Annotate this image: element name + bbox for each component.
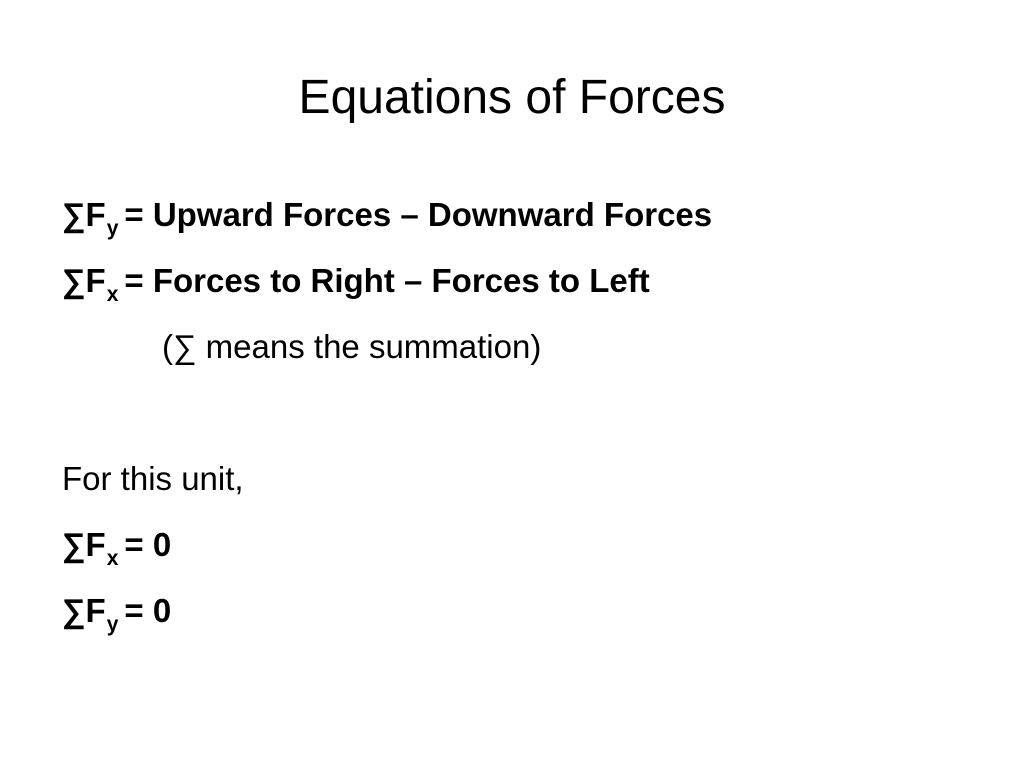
sigma-f-symbol: ∑F (62, 526, 106, 563)
sigma-f-symbol: ∑F (62, 196, 106, 233)
slide-title: Equations of Forces (298, 71, 726, 124)
result-fy: ∑Fy= 0 (62, 583, 962, 649)
result-fy-text: = 0 (124, 592, 172, 629)
result-fx: ∑Fx= 0 (62, 517, 962, 583)
subscript-x: x (106, 547, 119, 570)
equation-fx: ∑Fx= Forces to Right – Forces to Left (62, 253, 962, 319)
subscript-y: y (106, 613, 119, 636)
spacer (62, 385, 962, 451)
equation-fx-text: = Forces to Right – Forces to Left (124, 262, 650, 299)
result-fx-text: = 0 (124, 526, 172, 563)
slide-body: ∑Fy= Upward Forces – Downward Forces ∑Fx… (62, 187, 962, 649)
equation-fy: ∑Fy= Upward Forces – Downward Forces (62, 187, 962, 253)
subscript-x: x (106, 283, 119, 306)
equation-fy-text: = Upward Forces – Downward Forces (124, 196, 713, 233)
summation-note: (∑ means the summation) (162, 328, 542, 365)
unit-intro: For this unit, (62, 460, 244, 497)
sigma-f-symbol: ∑F (62, 262, 106, 299)
subscript-y: y (106, 217, 119, 240)
sigma-f-symbol: ∑F (62, 592, 106, 629)
